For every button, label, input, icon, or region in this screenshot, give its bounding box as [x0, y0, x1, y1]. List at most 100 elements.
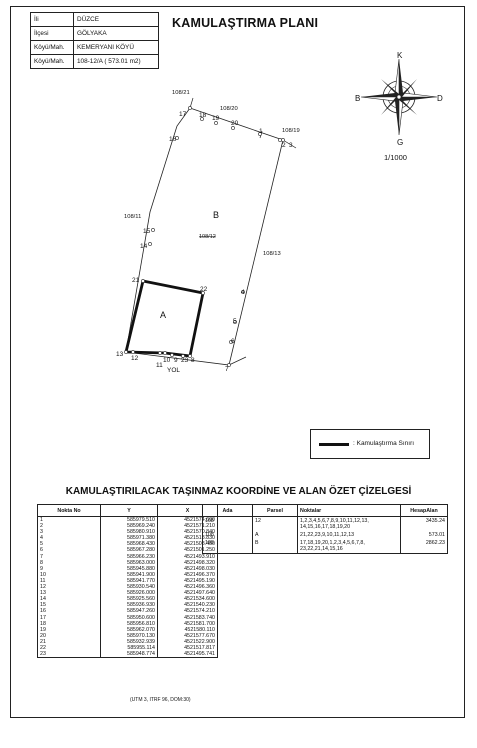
point-label: 9 — [174, 357, 178, 364]
column-header: Ada — [202, 504, 253, 517]
point-label: 5 — [233, 318, 237, 325]
parcel-sub-label: 108/12 — [199, 234, 216, 240]
point-label: 22 — [200, 286, 208, 293]
table-cell: 585948.774 — [100, 651, 158, 659]
legend: : Kamulaştırma Sınırı — [310, 429, 430, 459]
parcel-label-a: A — [160, 310, 166, 320]
point-label: 18 — [199, 112, 207, 119]
expropriation-area-a — [124, 279, 205, 358]
neighbor-boundary-line — [282, 139, 297, 149]
point-label: 16 — [169, 136, 177, 143]
table-cell: 4521581.700 — [157, 620, 218, 627]
point-label: 23 — [181, 357, 189, 364]
point-label: 10 — [163, 357, 171, 364]
compass-icon — [360, 58, 438, 136]
point-label: 19 — [212, 115, 220, 122]
point-label: 14 — [140, 243, 148, 250]
page-title: KAMULAŞTIRMA PLANI — [172, 16, 319, 30]
neighbor-label: 108/19 — [282, 128, 300, 134]
point-label: 11 — [156, 362, 163, 369]
plan-drawing: K G D B 1/1000 1 2 3 4 5 6 7 8 9 10 11 1… — [116, 51, 443, 374]
table-cell: 585979.510 — [100, 516, 158, 524]
table-cell: 21,22,23,9,10,11,12,13 — [297, 531, 401, 539]
table-cell: 4521577.670 — [157, 632, 218, 639]
table-cell: 108 — [202, 516, 253, 531]
point-label: 20 — [231, 120, 239, 127]
table-cell: 4521540.230 — [157, 602, 218, 609]
point-label: 15 — [143, 228, 151, 235]
parcel-label-b: B — [213, 210, 219, 220]
table-cell: 573.01 — [400, 531, 448, 539]
table-cell: 4521498.030 — [157, 565, 218, 572]
legend-label: : Kamulaştırma Sınırı — [353, 440, 415, 447]
neighbor-label: 108/11 — [124, 214, 141, 220]
table-cell: 4521574.210 — [157, 608, 218, 615]
table-title: KAMULAŞTIRILACAK TAŞINMAZ KOORDİNE VE AL… — [65, 486, 412, 497]
compass-west: B — [355, 94, 360, 103]
point-label: 1 — [259, 128, 263, 135]
column-header: Noktalar — [297, 504, 401, 517]
neighbor-label: 108/13 — [263, 251, 281, 257]
point-label: 2 — [282, 142, 286, 149]
table-cell: 4521495.190 — [157, 577, 218, 585]
table-cell: B — [252, 539, 298, 554]
table-cell: 1,2,3,4,5,6,7,8,9,10,11,12,13, 14,15,16,… — [297, 516, 401, 531]
vertex-markers — [124, 106, 285, 367]
point-label: 4 — [241, 289, 245, 296]
point-label: 6 — [231, 338, 235, 345]
table-cell: A — [252, 531, 298, 539]
neighbor-label: 108/21 — [172, 90, 190, 96]
table-cell: 2862.23 — [400, 539, 448, 554]
column-header: Parsel — [252, 504, 298, 517]
table-cell: 4521580.110 — [157, 626, 218, 633]
table-cell: 4521497.640 — [157, 590, 218, 597]
point-label: 7 — [225, 366, 229, 373]
table-cell: 4521522.900 — [157, 638, 218, 645]
compass-south: G — [397, 138, 403, 147]
column-header: HesapAlan — [400, 504, 448, 517]
compass-east: D — [437, 94, 443, 103]
point-label: 21 — [132, 277, 140, 284]
road-label: YOL — [167, 367, 180, 374]
table-cell: 23 — [37, 651, 101, 659]
table-cell: 12 — [252, 516, 298, 531]
table-cell: 4521496.360 — [157, 584, 218, 591]
scale-label: 1/1000 — [384, 153, 407, 162]
table-cell: 1 — [37, 516, 101, 524]
table-cell: 4521496.370 — [157, 571, 218, 578]
table-cell: 3435.24 — [400, 516, 448, 531]
neighbor-boundary-line — [228, 356, 247, 366]
legend-line-swatch — [319, 443, 349, 446]
coordinate-note: (UTM 3, ITRF 96, DOM:30) — [130, 697, 191, 703]
table-cell: 17,18,19,20,1,2,3,4,5,6,7,8, 23,22,21,14… — [297, 539, 401, 554]
table-cell: 108 — [202, 531, 253, 539]
column-header: Y — [100, 504, 158, 517]
compass-north: K — [397, 51, 403, 60]
point-label: 3 — [289, 142, 293, 149]
